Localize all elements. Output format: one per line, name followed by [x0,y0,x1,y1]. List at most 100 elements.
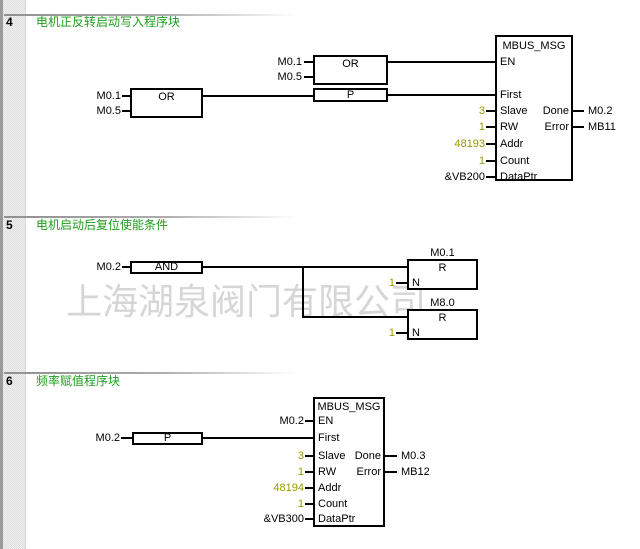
port-label-n: N [412,277,420,289]
or-block[interactable] [313,55,388,85]
positive-edge-label: P [163,432,172,444]
input-stub-wire [304,61,313,63]
port-label-en: EN [500,56,516,68]
value-label-count[interactable]: 1 [478,155,485,167]
network-comment[interactable]: 电机正反转启动写入程序块 [36,15,181,29]
operand-label[interactable]: M0.1 [96,90,121,102]
output-stub-wire [383,455,397,457]
value-label-dataptr[interactable]: &VB200 [444,171,485,183]
network-gutter [3,0,26,549]
input-stub-wire [122,110,130,112]
wire-or-to-en [386,61,497,63]
input-stub-wire [486,143,495,145]
input-stub-wire [486,110,495,112]
input-stub-wire [396,282,407,284]
port-label-error: Error [356,466,381,478]
input-stub-wire [122,266,130,268]
port-label-rw: RW [318,466,337,478]
operand-label[interactable]: M0.1 [277,56,302,68]
port-label-error: Error [544,121,569,133]
value-label-n[interactable]: 1 [388,327,395,339]
operand-label-done[interactable]: M0.3 [401,450,426,462]
output-stub-wire [571,110,584,112]
value-label-rw[interactable]: 1 [297,466,304,478]
value-label-slave[interactable]: 3 [478,105,485,117]
window-edge [0,0,3,549]
port-label-first: First [318,432,340,444]
operand-label[interactable]: M0.5 [96,105,121,117]
value-label-count[interactable]: 1 [297,498,304,510]
operand-label[interactable]: M8.0 [430,297,455,309]
port-label-done: Done [542,105,569,117]
port-label-addr: Addr [318,482,342,494]
input-stub-wire [305,420,313,422]
input-stub-wire [486,176,495,178]
positive-edge-label: P [346,89,355,101]
output-stub-wire [383,471,397,473]
input-stub-wire [305,503,313,505]
and-block-label: AND [154,261,179,273]
port-label-dataptr: DataPtr [500,171,538,183]
operand-label-en[interactable]: M0.2 [279,415,304,427]
operand-label[interactable]: M0.1 [430,247,455,259]
port-label-slave: Slave [500,105,528,117]
value-label-slave[interactable]: 3 [297,450,304,462]
operand-label-done[interactable]: M0.2 [588,105,613,117]
output-stub-wire [571,126,584,128]
operand-label[interactable]: M0.2 [95,432,120,444]
value-label-addr[interactable]: 48193 [454,138,485,150]
mbus-msg-block[interactable] [495,35,573,181]
value-label-dataptr[interactable]: &VB300 [263,513,304,525]
input-stub-wire [121,437,132,439]
port-label-n: N [412,327,420,339]
mbus-msg-title: MBUS_MSG [502,40,566,52]
operand-label[interactable]: M0.5 [277,71,302,83]
port-label-slave: Slave [318,450,346,462]
network-separator [4,216,296,218]
reset-block-label: R [438,262,447,274]
wire-p-to-first [386,94,497,96]
network-number: 4 [6,15,13,29]
input-stub-wire [305,455,313,457]
network-comment[interactable]: 电机启动后复位使能条件 [36,218,169,232]
network-separator [4,14,296,16]
or-block-label: OR [158,91,175,103]
mbus-msg-block[interactable] [313,397,385,527]
or-block-label: OR [342,58,359,70]
wire-and-to-reset1 [201,266,409,268]
reset-block[interactable] [407,309,478,340]
reset-block-label: R [438,312,447,324]
value-label-addr[interactable]: 48194 [273,482,304,494]
port-label-count: Count [318,498,348,510]
watermark-text: 上海湖泉阀门有限公司 [66,282,427,322]
network-number: 6 [6,374,13,388]
reset-block[interactable] [407,259,478,290]
input-stub-wire [122,95,130,97]
input-stub-wire [305,518,313,520]
port-label-en: EN [318,415,334,427]
wire-branch-to-reset2 [302,316,409,318]
wire-or-to-p [201,95,315,97]
branch-wire-vertical [302,266,304,318]
port-label-addr: Addr [500,138,524,150]
input-stub-wire [486,126,495,128]
operand-label[interactable]: M0.2 [96,261,121,273]
network-comment[interactable]: 频率赋值程序块 [36,374,121,388]
port-label-first: First [500,89,522,101]
input-stub-wire [304,76,313,78]
input-stub-wire [486,160,495,162]
wire-p-to-first [201,437,315,439]
input-stub-wire [305,471,313,473]
or-block[interactable] [130,88,203,118]
port-label-rw: RW [500,121,519,133]
operand-label-error[interactable]: MB11 [588,121,616,133]
value-label-rw[interactable]: 1 [478,121,485,133]
port-label-count: Count [500,155,530,167]
mbus-msg-title: MBUS_MSG [317,401,381,413]
port-label-done: Done [354,450,381,462]
operand-label-error[interactable]: MB12 [401,466,430,478]
network-number: 5 [6,218,13,232]
port-label-dataptr: DataPtr [318,513,356,525]
value-label-n[interactable]: 1 [388,277,395,289]
